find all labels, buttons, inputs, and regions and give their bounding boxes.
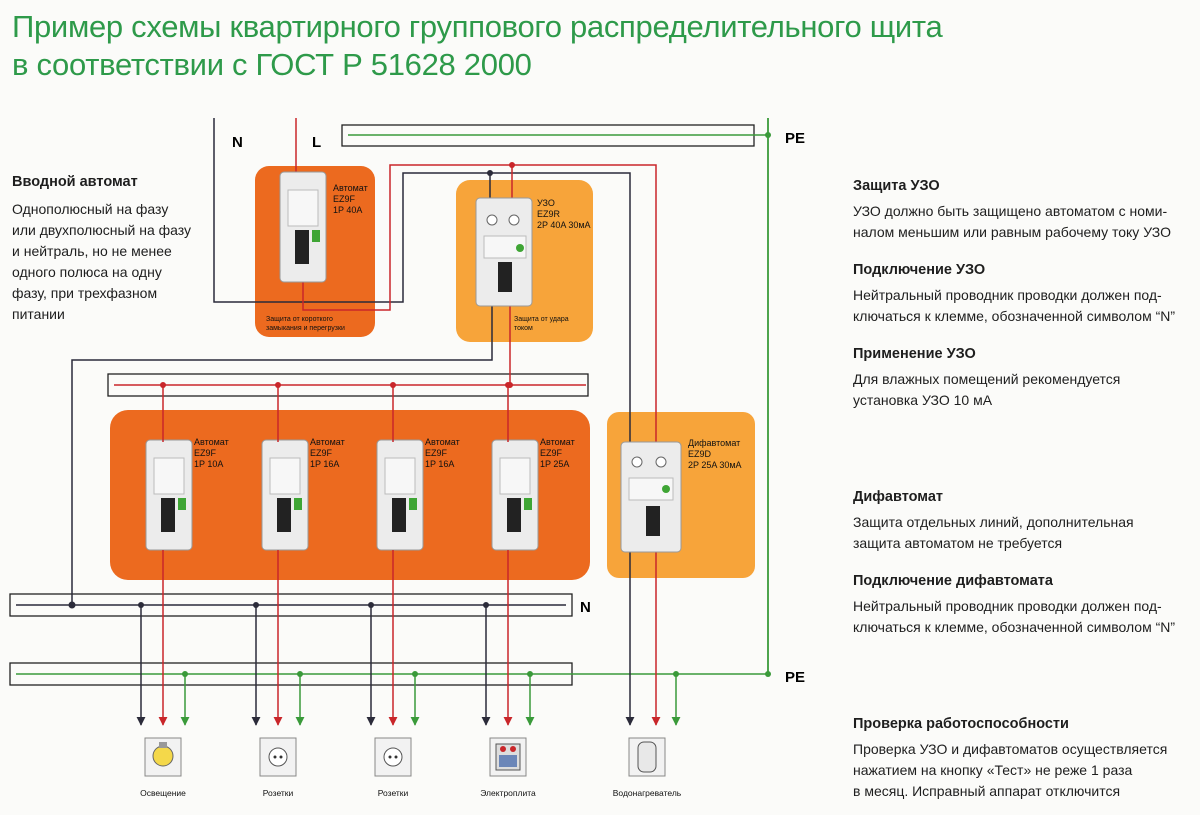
rcd-device: УЗО EZ9R 2P 40A 30мА Защита от удара ток… — [475, 197, 591, 332]
breaker-label: EZ9F — [310, 448, 333, 458]
junction-dot — [368, 602, 374, 608]
junction-dot — [505, 382, 511, 388]
label-n-top: N — [232, 134, 243, 151]
svg-text:замыкания и перегрузки: замыкания и перегрузки — [266, 325, 345, 332]
junction-dot — [275, 382, 281, 388]
label-pe-top: PE — [785, 130, 805, 147]
junction-dot — [412, 671, 418, 677]
note-rcd-usage: Применение УЗО Для влажных помещений рек… — [853, 346, 1121, 408]
breaker-label: Автомат — [425, 437, 460, 447]
title-line-2: в соответствии с ГОСТ Р 51628 2000 — [12, 47, 532, 82]
load-label: Розетки — [263, 788, 294, 798]
load-label: Водонагреватель — [613, 788, 682, 798]
svg-text:EZ9R: EZ9R — [537, 209, 561, 219]
junction-dot — [253, 602, 259, 608]
junction-dot — [297, 671, 303, 677]
breaker-label: Автомат — [540, 437, 575, 447]
left-note-heading: Вводной автомат — [12, 174, 138, 190]
main-breaker: Автомат EZ9F 1P 40A Защита от короткого … — [266, 171, 368, 332]
label-n-bus: N — [580, 599, 591, 616]
diagram-title: Пример схемы квартирного группового расп… — [12, 8, 943, 84]
svg-text:EZ9F: EZ9F — [333, 194, 356, 204]
junction-dot — [160, 382, 166, 388]
svg-text:током: током — [514, 325, 533, 332]
load-label: Розетки — [378, 788, 409, 798]
svg-text:Дифавтомат: Дифавтомат — [688, 438, 740, 448]
breaker-label: EZ9F — [425, 448, 448, 458]
socket-icon: Розетки — [374, 737, 412, 798]
load-label: Освещение — [140, 788, 186, 798]
loads: Освещение Розетки Розетки Электроплита Водон… — [140, 737, 682, 798]
label-pe-bus: PE — [785, 669, 805, 686]
neutral-bus — [9, 593, 573, 617]
breaker-label: 1P 25A — [540, 459, 569, 469]
junction-dot — [182, 671, 188, 677]
note-testing: Проверка работоспособности Проверка УЗО … — [853, 716, 1168, 799]
breaker-label: Автомат — [310, 437, 345, 447]
neutral-wire — [213, 118, 635, 726]
note-rcd-protection: Защита УЗО УЗО должно быть защищено авто… — [853, 178, 1171, 240]
breaker-label: EZ9F — [540, 448, 563, 458]
stove-icon: Электроплита — [480, 737, 536, 798]
junction-dot — [483, 602, 489, 608]
group-breakers-panel — [110, 410, 590, 580]
breaker-label: 1P 16A — [425, 459, 454, 469]
junction-dot — [527, 671, 533, 677]
svg-text:2P 40A 30мА: 2P 40A 30мА — [537, 220, 591, 230]
breaker-label: 1P 16A — [310, 459, 339, 469]
rcbo-device: Дифавтомат EZ9D 2P 25A 30мА — [620, 438, 742, 553]
load-label: Электроплита — [480, 788, 536, 798]
svg-text:2P 25A 30мА: 2P 25A 30мА — [688, 460, 742, 470]
branch-wires — [136, 382, 535, 726]
breaker-label: Автомат — [194, 437, 229, 447]
note-rcbo-connection: Подключение дифавтомата Нейтральный пров… — [853, 573, 1176, 635]
svg-text:EZ9D: EZ9D — [688, 449, 712, 459]
title-line-1: Пример схемы квартирного группового расп… — [12, 9, 943, 44]
socket-icon: Розетки — [259, 737, 297, 798]
phase-bus — [107, 373, 589, 397]
water-heater-icon: Водонагреватель — [613, 737, 682, 798]
svg-text:УЗО: УЗО — [537, 198, 555, 208]
svg-text:Автомат: Автомат — [333, 183, 368, 193]
left-note: Вводной автомат Однополюсный на фазу или… — [12, 172, 212, 325]
svg-text:Защита от удара: Защита от удара — [514, 316, 569, 323]
junction-dot — [138, 602, 144, 608]
lamp-icon: Освещение — [140, 737, 186, 798]
note-rcbo: Дифавтомат Защита отдельных линий, допол… — [853, 489, 1134, 551]
breaker-label: EZ9F — [194, 448, 217, 458]
junction-dot — [390, 382, 396, 388]
svg-text:Защита от короткого: Защита от короткого — [266, 316, 333, 323]
note-rcd-connection: Подключение УЗО Нейтральный проводник пр… — [853, 262, 1176, 324]
label-l-top: L — [312, 134, 321, 151]
breaker-label: 1P 10A — [194, 459, 223, 469]
svg-text:1P 40A: 1P 40A — [333, 205, 362, 215]
